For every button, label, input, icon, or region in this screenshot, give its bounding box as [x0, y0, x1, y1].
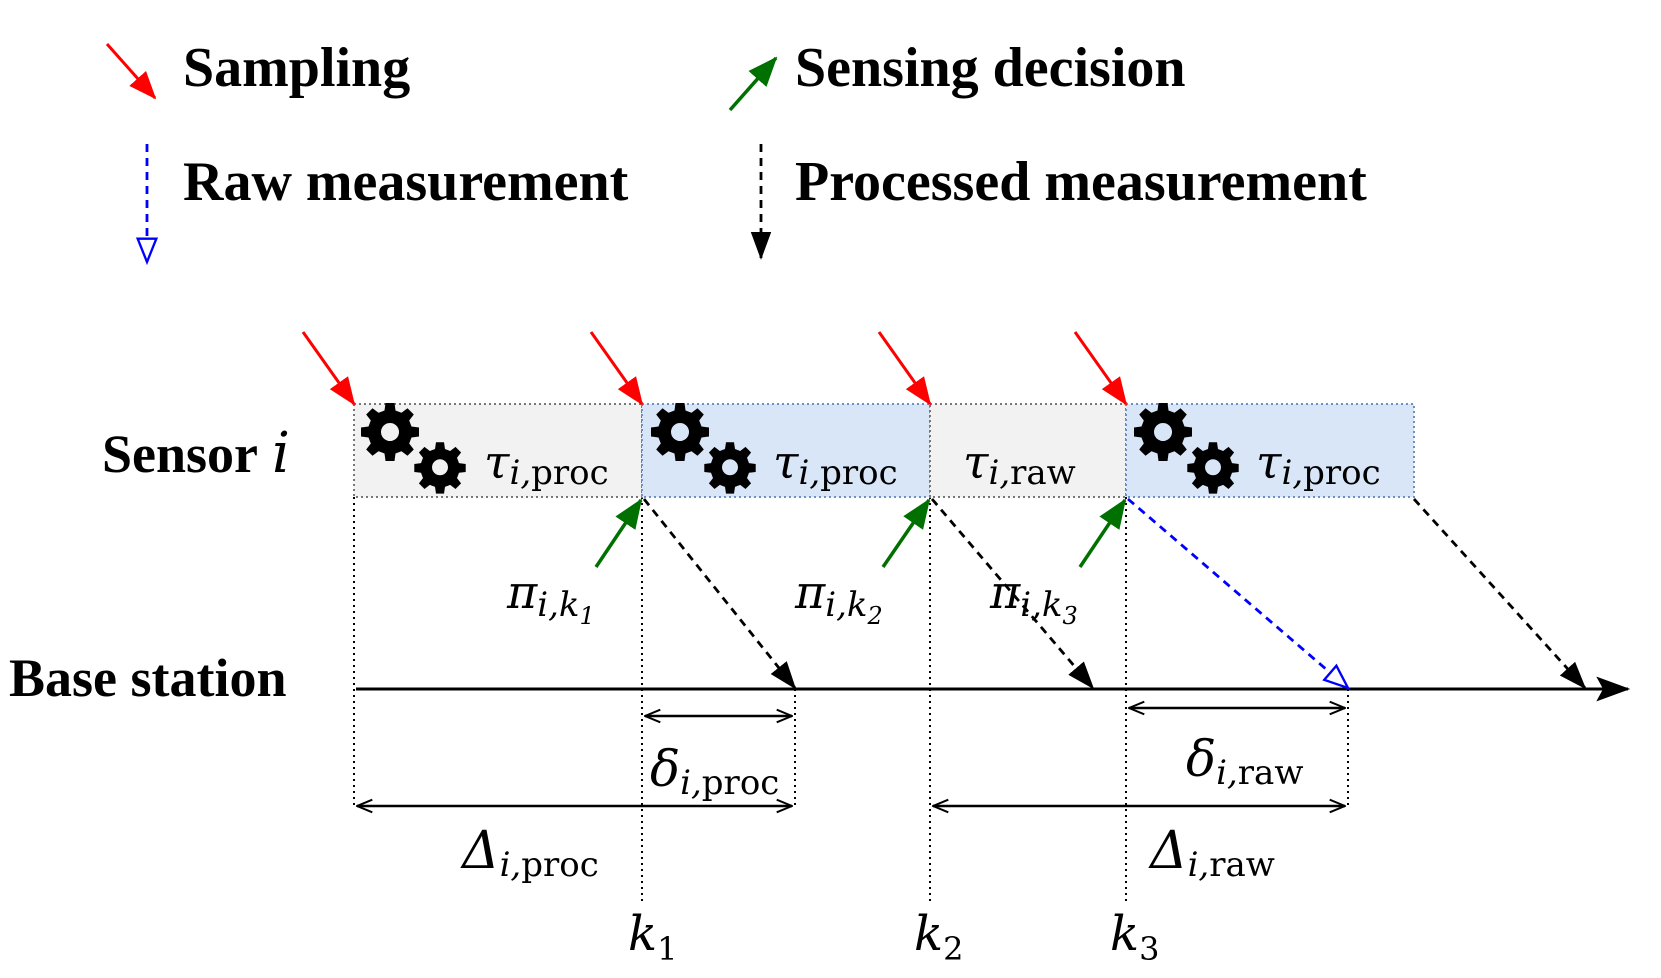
- decision-label-k2: πi,k2: [794, 565, 883, 630]
- decision-arrow-k1: [594, 498, 643, 568]
- sensor-block-3-label: τi,raw: [963, 435, 1076, 493]
- svg-text:δi,proc: δi,proc: [650, 740, 779, 803]
- sampling-arrow-4: [1073, 331, 1128, 406]
- base-station-row-label: Base station: [9, 648, 287, 708]
- legend-sensing-decision: Sensing decision: [795, 37, 1186, 99]
- tick-label-k2: k2: [914, 906, 963, 968]
- svg-text:δi,raw: δi,raw: [1186, 730, 1303, 793]
- raw-measurement-arrow: [1127, 497, 1348, 688]
- sensor-block-4-label: τi,proc: [1256, 435, 1381, 493]
- svg-text:Δi,raw: Δi,raw: [1148, 821, 1275, 885]
- sensor-block-3: τi,raw: [929, 403, 1127, 498]
- sensor-block-1: τi,proc: [353, 403, 643, 498]
- decision-arrow-k2: [881, 498, 931, 568]
- sampling-arrow-1: [301, 331, 356, 406]
- processed-measurement-arrows: [642, 498, 1587, 690]
- tick-label-k1: k1: [628, 906, 677, 968]
- legend: Sampling Sensing decision Raw measuremen…: [105, 37, 1367, 262]
- decision-label-k3: πi,k3: [989, 565, 1078, 630]
- sensing-decision-arrows: [594, 498, 1127, 568]
- sampling-arrow-3: [877, 331, 932, 406]
- legend-raw-measurement: Raw measurement: [183, 151, 629, 213]
- sampling-legend-icon: [105, 43, 157, 100]
- sampling-arrow-2: [589, 331, 644, 406]
- decision-label-k1: πi,k1: [506, 565, 595, 630]
- interval-delta-proc: δi,proc: [645, 716, 792, 803]
- svg-text:Δi,proc: Δi,proc: [460, 821, 599, 885]
- sensing-decision-legend-icon: [728, 56, 778, 112]
- sensor-block-1-label: τi,proc: [484, 435, 609, 493]
- processed-arrow-3: [1412, 498, 1587, 690]
- interval-Delta-proc: Δi,proc: [357, 806, 792, 885]
- processed-arrow-1: [642, 498, 797, 690]
- sensor-block-4: τi,proc: [1125, 403, 1415, 498]
- sensor-block-2-label: τi,proc: [773, 435, 898, 493]
- decision-arrow-k3: [1078, 498, 1127, 568]
- interval-delta-raw: δi,raw: [1129, 708, 1345, 793]
- sampling-arrows: [301, 331, 1128, 406]
- guide-lines: [353, 497, 1349, 905]
- sensor-block-2: τi,proc: [641, 403, 931, 498]
- interval-Delta-raw: Δi,raw: [933, 806, 1345, 885]
- legend-processed-measurement: Processed measurement: [795, 151, 1367, 213]
- sensor-block-3-rect: [929, 403, 1127, 498]
- tick-label-k3: k3: [1110, 906, 1159, 968]
- sensor-blocks: τi,proc τi,proc τi,raw τi,proc: [353, 403, 1415, 498]
- legend-sampling: Sampling: [183, 37, 410, 99]
